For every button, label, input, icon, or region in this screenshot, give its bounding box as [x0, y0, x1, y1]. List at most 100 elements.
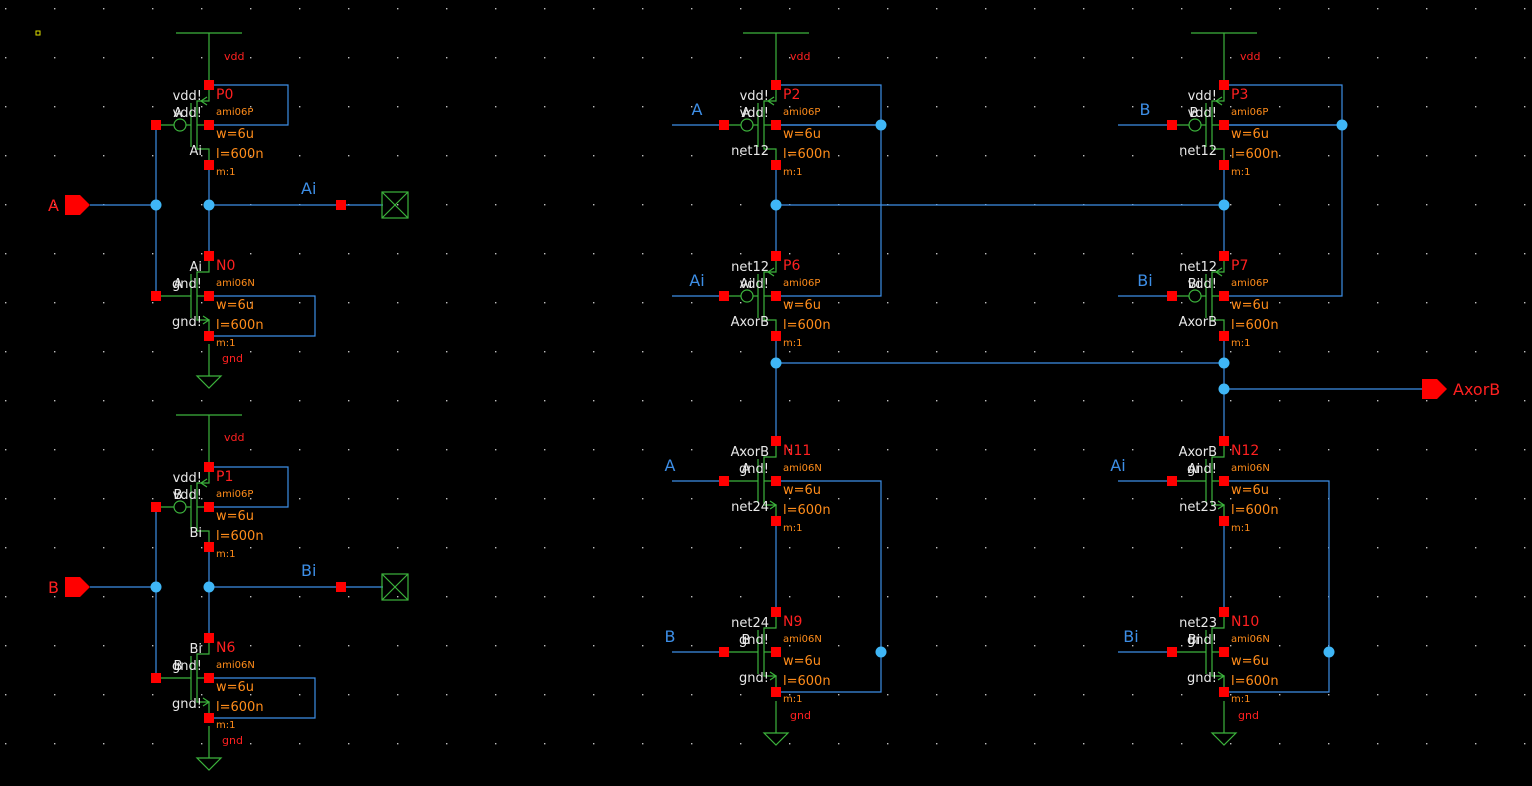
junction-dot: [203, 581, 215, 593]
body-loop: [209, 677, 316, 719]
body-pin: [771, 647, 781, 657]
terminal-label: A: [742, 462, 751, 477]
body-pin: [204, 673, 214, 683]
drain-pin: [204, 633, 214, 643]
instance-name: P3: [1231, 87, 1248, 103]
output-pin-label: AxorB: [1453, 380, 1500, 399]
width-param: w=6u: [216, 509, 254, 524]
terminal-label: net23: [1179, 616, 1217, 631]
drain-pin: [204, 462, 214, 472]
length-param: l=600n: [1231, 318, 1279, 333]
net-pin: [336, 582, 346, 592]
instance-name: N10: [1231, 614, 1259, 630]
source-pin: [204, 542, 214, 552]
terminal-label: vdd!: [1188, 106, 1217, 121]
input-pin-label: B: [48, 578, 59, 597]
body-loop: [209, 466, 289, 508]
length-param: l=600n: [783, 318, 831, 333]
terminal-label: gnd!: [739, 633, 769, 648]
width-param: w=6u: [1231, 654, 1269, 669]
terminal-label: gnd!: [739, 671, 769, 686]
source-arrow: [202, 697, 211, 707]
junction-dot: [203, 199, 215, 211]
junction-dot: [770, 357, 782, 369]
length-param: l=600n: [216, 318, 264, 333]
length-param: l=600n: [216, 700, 264, 715]
length-param: l=600n: [216, 529, 264, 544]
body-loop: [209, 295, 316, 337]
junction-dot: [875, 646, 887, 658]
terminal-label: vdd!: [740, 89, 769, 104]
body-pin: [1219, 291, 1229, 301]
drain-pin: [771, 251, 781, 261]
model-name: ami06N: [216, 278, 255, 289]
multiplier-param: m:1: [216, 338, 235, 349]
output-pin: [1422, 379, 1447, 399]
instance-name: P0: [216, 87, 233, 103]
multiplier-param: m:1: [1231, 167, 1250, 178]
body-loop: [1224, 124, 1343, 297]
vdd-label: vdd: [224, 431, 244, 444]
instance-name: N9: [783, 614, 802, 630]
gate-pin: [719, 291, 729, 301]
net-pin: [336, 200, 346, 210]
junction-dot: [1218, 199, 1230, 211]
terminal-label: Bi: [1188, 277, 1201, 292]
noconn-x: [381, 191, 409, 219]
junction-dot: [1218, 357, 1230, 369]
instance-name: N6: [216, 640, 235, 656]
net-label-bi: Bi: [301, 561, 316, 580]
length-param: l=600n: [1231, 674, 1279, 689]
body-pin: [771, 120, 781, 130]
model-name: ami06N: [783, 634, 822, 645]
source-pin: [1219, 331, 1229, 341]
gnd-triangle: [195, 375, 223, 389]
gnd-label: gnd: [222, 352, 243, 365]
source-arrow: [766, 96, 775, 106]
terminal-label: B: [174, 488, 183, 503]
multiplier-param: m:1: [783, 694, 802, 705]
terminal-label: gnd!: [172, 315, 202, 330]
net-label-ai: Ai: [301, 179, 316, 198]
noconn-box: [381, 191, 409, 219]
net-label-b: B: [665, 627, 676, 646]
instance-name: N12: [1231, 443, 1259, 459]
source-arrow: [766, 267, 775, 277]
labels: vddP0ami06Pw=6ul=600nm:1vdd!Avdd!AiN0ami…: [48, 50, 1500, 747]
model-name: ami06P: [216, 489, 253, 500]
net-label-bi: Bi: [1137, 271, 1152, 290]
width-param: w=6u: [783, 127, 821, 142]
terminal-label: net23: [1179, 500, 1217, 515]
instance-name: N11: [783, 443, 811, 459]
multiplier-param: m:1: [783, 338, 802, 349]
body-pin: [771, 476, 781, 486]
net-label-ai: Ai: [1110, 456, 1125, 475]
terminal-label: A: [742, 106, 751, 121]
body-loop: [776, 480, 882, 693]
terminal-label: vdd!: [173, 471, 202, 486]
model-name: ami06P: [783, 107, 820, 118]
instance-name: P1: [216, 469, 233, 485]
source-arrow: [199, 478, 208, 488]
gate-pin: [719, 647, 729, 657]
net-label-bi: Bi: [1123, 627, 1138, 646]
length-param: l=600n: [216, 147, 264, 162]
junction-dots: [150, 119, 1348, 658]
gate-pin: [1167, 291, 1177, 301]
terminal-label: B: [1190, 106, 1199, 121]
gate-pin: [1167, 647, 1177, 657]
instance-name: P2: [783, 87, 800, 103]
multiplier-param: m:1: [1231, 338, 1250, 349]
source-pin: [204, 713, 214, 723]
width-param: w=6u: [216, 298, 254, 313]
net-label-ai: Ai: [689, 271, 704, 290]
junction-dot: [875, 119, 887, 131]
model-name: ami06P: [1231, 107, 1268, 118]
net-label-a: A: [665, 456, 676, 475]
gate-pin: [151, 291, 161, 301]
body-loop: [209, 84, 289, 126]
terminal-label: net12: [731, 144, 769, 159]
source-pin: [771, 516, 781, 526]
drain-pin: [1219, 80, 1229, 90]
